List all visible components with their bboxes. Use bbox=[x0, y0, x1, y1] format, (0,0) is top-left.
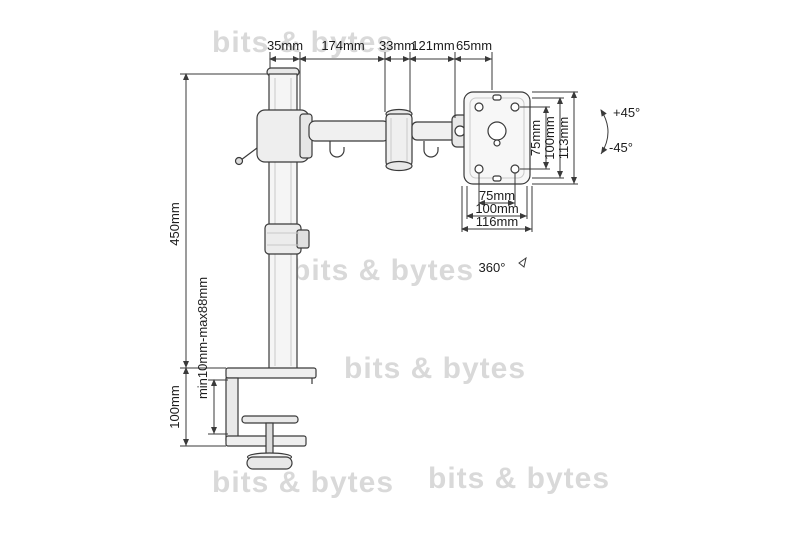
pole-collar bbox=[264, 223, 310, 255]
cable-clip bbox=[423, 141, 439, 158]
top-dimensions: 35mm 174mm 33mm 121mm 65mm bbox=[267, 38, 493, 118]
clamp-top-plate bbox=[225, 367, 317, 379]
clamp-knob bbox=[246, 456, 293, 470]
clamp-pad bbox=[241, 415, 299, 424]
rotation-annotation: 360° bbox=[479, 256, 527, 275]
dim-label-pole-diameter: 35mm bbox=[267, 38, 303, 53]
monitor-arm-drawing bbox=[225, 67, 531, 470]
dim-label-clamp-height: 100mm bbox=[167, 385, 182, 428]
pole-bracket bbox=[234, 109, 313, 166]
vesa-hole bbox=[474, 102, 484, 112]
dim-label-desk-thickness: min10mm-max88mm bbox=[195, 277, 210, 399]
dim-label-plate-width: 116mm bbox=[476, 214, 518, 229]
watermark-text: bits & bytes bbox=[428, 462, 610, 495]
dim-label-joint-width: 33mm bbox=[379, 38, 415, 53]
arm-segment-1 bbox=[308, 120, 390, 142]
tension-knob bbox=[234, 156, 244, 166]
arm bbox=[308, 108, 469, 172]
vesa-hole bbox=[510, 102, 520, 112]
vesa-hole bbox=[474, 164, 484, 174]
vesa-horizontal-dimensions: 75mm 100mm 116mm bbox=[461, 173, 533, 232]
tilt-down-label: -45° bbox=[609, 140, 633, 155]
vesa-vertical-dimensions: 75mm 100mm 113mm bbox=[520, 91, 578, 185]
vesa-plate bbox=[463, 91, 531, 185]
tilt-up-label: +45° bbox=[613, 105, 640, 120]
dim-label-vesa-h-100: 100mm bbox=[475, 201, 518, 216]
dim-label-vesa-h-75: 75mm bbox=[479, 188, 515, 203]
dim-label-arm2-length: 121mm bbox=[411, 38, 454, 53]
dim-label-vesa-v-75: 75mm bbox=[528, 120, 543, 156]
left-dimensions: 450mm 100mm min10mm-max88mm bbox=[167, 73, 267, 447]
desk-clamp bbox=[225, 367, 317, 470]
dim-label-plate-height: 113mm bbox=[556, 117, 571, 159]
cable-clip bbox=[329, 141, 345, 158]
vesa-hole bbox=[510, 164, 520, 174]
tilt-arc-arrow bbox=[600, 109, 609, 155]
rotation-label: 360° bbox=[479, 260, 506, 275]
mid-joint bbox=[385, 113, 413, 167]
clamp-column bbox=[225, 377, 239, 441]
watermark-text: bits & bytes bbox=[344, 352, 526, 385]
rotation-arrowhead bbox=[518, 256, 527, 268]
dim-label-vesa-v-100: 100mm bbox=[542, 116, 557, 159]
watermarks: bits & bytes bits & bytes bits & bytes b… bbox=[212, 26, 610, 499]
dim-label-arm1-length: 174mm bbox=[321, 38, 364, 53]
clamp-screw bbox=[265, 422, 274, 458]
watermark-text: bits & bytes bbox=[212, 26, 394, 59]
dimensions: 35mm 174mm 33mm 121mm 65mm 450mm 100mm m… bbox=[167, 38, 640, 447]
watermark-text: bits & bytes bbox=[292, 254, 474, 287]
watermark-text: bits & bytes bbox=[212, 466, 394, 499]
arm-segment-2 bbox=[411, 121, 457, 141]
dim-label-pole-height: 450mm bbox=[167, 202, 182, 245]
center-hub bbox=[487, 121, 507, 141]
tilt-annotation: +45° -45° bbox=[600, 105, 640, 155]
dim-label-head-offset: 65mm bbox=[456, 38, 492, 53]
